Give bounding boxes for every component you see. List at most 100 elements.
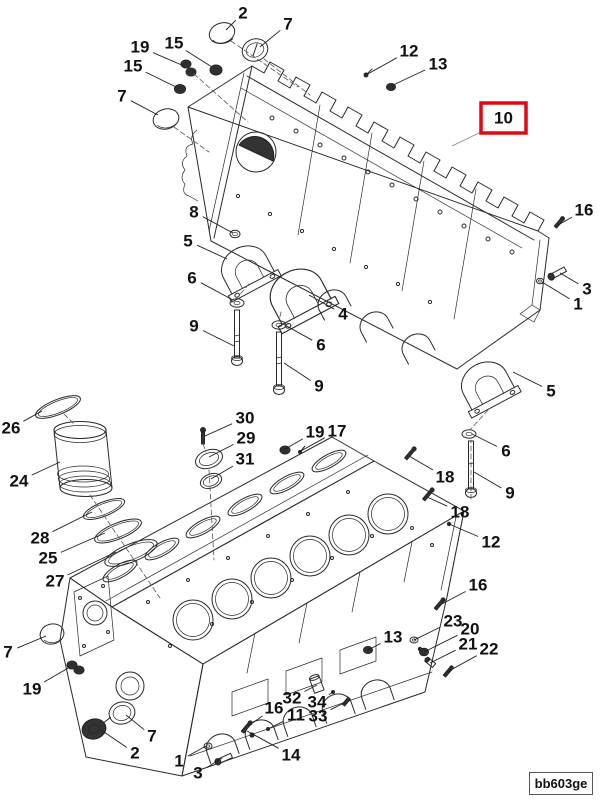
callout-27[interactable]: 27 xyxy=(46,572,65,591)
callout-5[interactable]: 5 xyxy=(546,382,555,401)
callout-31[interactable]: 31 xyxy=(236,450,255,469)
callout-18[interactable]: 18 xyxy=(451,503,470,522)
leader-line xyxy=(448,523,479,537)
ring-15-b xyxy=(174,84,186,94)
callout-18[interactable]: 18 xyxy=(436,468,455,487)
highlight-box[interactable] xyxy=(479,101,528,135)
seal-ring-7-c xyxy=(39,623,65,645)
callout-22[interactable]: 22 xyxy=(480,640,499,659)
bearing-ring-2-lower xyxy=(81,716,112,740)
callout-32[interactable]: 32 xyxy=(283,689,302,708)
leader-line xyxy=(145,71,177,88)
callout-16[interactable]: 16 xyxy=(265,699,284,718)
callout-23[interactable]: 23 xyxy=(444,612,463,631)
callout-16[interactable]: 16 xyxy=(469,576,488,595)
leader-line xyxy=(246,730,279,749)
leader-line xyxy=(304,684,318,692)
callout-2[interactable]: 2 xyxy=(130,744,139,763)
near-bank-bores xyxy=(172,493,409,641)
callout-20[interactable]: 20 xyxy=(461,620,480,639)
leader-line xyxy=(408,455,434,471)
callout-9[interactable]: 9 xyxy=(505,484,514,503)
callout-16[interactable]: 16 xyxy=(575,201,594,220)
callout-6[interactable]: 6 xyxy=(187,269,196,288)
leader-line xyxy=(206,757,223,769)
leader-line xyxy=(52,511,93,533)
callout-8[interactable]: 8 xyxy=(189,203,198,222)
leader-line xyxy=(267,720,284,730)
screw-18-a xyxy=(404,446,417,461)
callout-9[interactable]: 9 xyxy=(189,317,198,336)
plug-32 xyxy=(308,674,325,694)
leader-line xyxy=(185,50,213,68)
cylinder-liner-24 xyxy=(53,421,113,497)
callout-1[interactable]: 1 xyxy=(573,295,582,314)
callout-28[interactable]: 28 xyxy=(31,529,50,548)
leader-line xyxy=(423,634,458,653)
callout-6[interactable]: 6 xyxy=(316,336,325,355)
callout-11[interactable]: 11 xyxy=(287,706,305,725)
bolt-9-left xyxy=(231,309,243,366)
callout-5[interactable]: 5 xyxy=(183,232,192,251)
leader-line xyxy=(17,635,47,649)
callout-12[interactable]: 12 xyxy=(482,533,501,552)
plug-21 xyxy=(424,656,437,668)
seal-ring-2 xyxy=(208,22,236,44)
callout-26[interactable]: 26 xyxy=(2,419,21,438)
callout-7[interactable]: 7 xyxy=(3,643,12,662)
leader-line xyxy=(308,294,335,310)
cover-29 xyxy=(194,448,224,470)
leader-line xyxy=(60,532,106,553)
callout-1[interactable]: 1 xyxy=(174,752,183,771)
callout-13[interactable]: 13 xyxy=(429,55,448,74)
callout-3[interactable]: 3 xyxy=(193,764,202,783)
callout-4[interactable]: 4 xyxy=(338,305,348,324)
callout-14[interactable]: 14 xyxy=(282,746,301,765)
leader-line xyxy=(208,443,234,458)
callout-19[interactable]: 19 xyxy=(23,680,42,699)
o-ring-28 xyxy=(82,498,126,520)
callout-9[interactable]: 9 xyxy=(314,377,323,396)
callout-15[interactable]: 15 xyxy=(124,57,143,76)
assembly-axis-lines-upper xyxy=(173,40,489,431)
seal-ring-7-d xyxy=(108,701,136,725)
callout-30[interactable]: 30 xyxy=(236,409,255,428)
leader-line xyxy=(247,715,263,727)
callout-2[interactable]: 2 xyxy=(238,4,247,23)
callout-12[interactable]: 12 xyxy=(400,42,419,61)
callout-10-highlighted[interactable]: 10 xyxy=(494,109,513,128)
callout-19[interactable]: 19 xyxy=(131,38,150,57)
callout-7[interactable]: 7 xyxy=(117,87,126,106)
leader-line xyxy=(152,52,185,67)
callout-7[interactable]: 7 xyxy=(147,727,156,746)
leader-line xyxy=(225,19,237,31)
bearing-cap-5-left xyxy=(221,245,282,303)
leader-line xyxy=(365,57,398,76)
callout-17[interactable]: 17 xyxy=(328,422,347,441)
callout-13[interactable]: 13 xyxy=(384,628,403,647)
leader-line xyxy=(200,282,234,301)
callout-29[interactable]: 29 xyxy=(237,429,256,448)
callout-24[interactable]: 24 xyxy=(10,472,29,491)
callout-33[interactable]: 33 xyxy=(309,707,328,726)
callout-3[interactable]: 3 xyxy=(582,280,591,299)
o-ring-26 xyxy=(35,395,81,419)
leader-line xyxy=(330,701,347,711)
upper-block-drawing xyxy=(181,61,550,370)
callout-25[interactable]: 25 xyxy=(39,549,58,568)
leader-line xyxy=(43,666,71,683)
callout-15[interactable]: 15 xyxy=(165,34,184,53)
leader-line xyxy=(31,461,61,476)
dowel-pins-19-lower xyxy=(66,660,85,675)
screw-16-upper xyxy=(553,216,565,229)
screw-16-right xyxy=(433,597,446,611)
leader-line xyxy=(67,551,117,576)
ring-31 xyxy=(199,472,223,490)
callout-21[interactable]: 21 xyxy=(459,635,478,654)
callout-7[interactable]: 7 xyxy=(283,15,292,34)
o-ring-25 xyxy=(94,518,142,544)
callout-6[interactable]: 6 xyxy=(501,442,510,461)
callout-19[interactable]: 19 xyxy=(306,423,325,442)
callout-34[interactable]: 34 xyxy=(308,693,327,712)
